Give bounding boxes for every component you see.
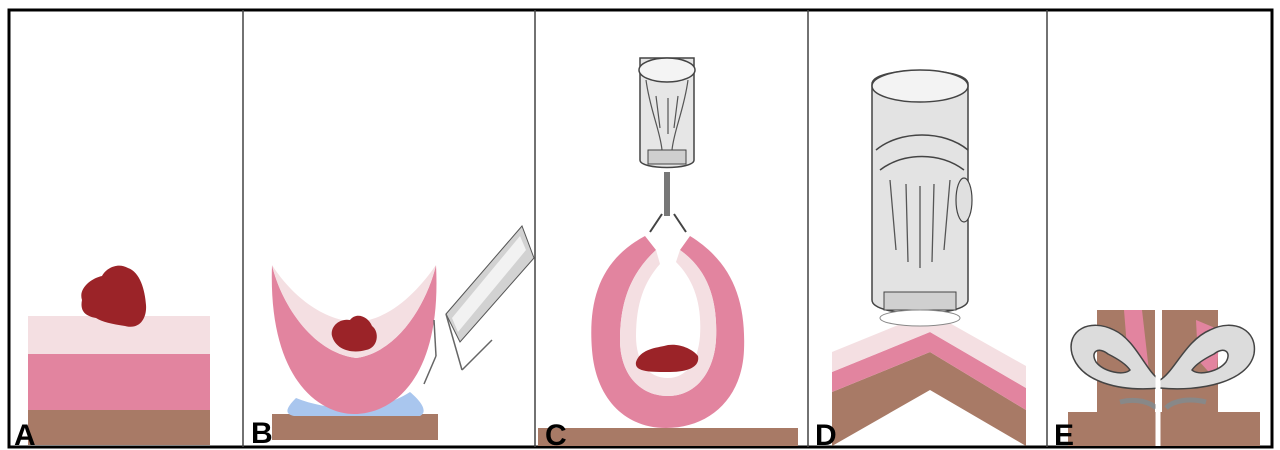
panel-letter-a: A	[14, 419, 36, 450]
submucosa-layer	[28, 354, 210, 410]
panel-letter-c: C	[545, 419, 567, 450]
endoscope-cap	[872, 70, 972, 326]
panel-letter-b: B	[251, 417, 273, 450]
panel-letter-e: E	[1054, 419, 1074, 450]
muscle-layer	[28, 410, 210, 445]
muscle-layer	[272, 414, 438, 440]
grasper-shaft	[664, 172, 670, 216]
muscle-layer	[538, 428, 798, 446]
panel-letter-d: D	[815, 419, 837, 450]
muscle-base	[1068, 412, 1260, 446]
endoscope-cap	[639, 58, 695, 168]
